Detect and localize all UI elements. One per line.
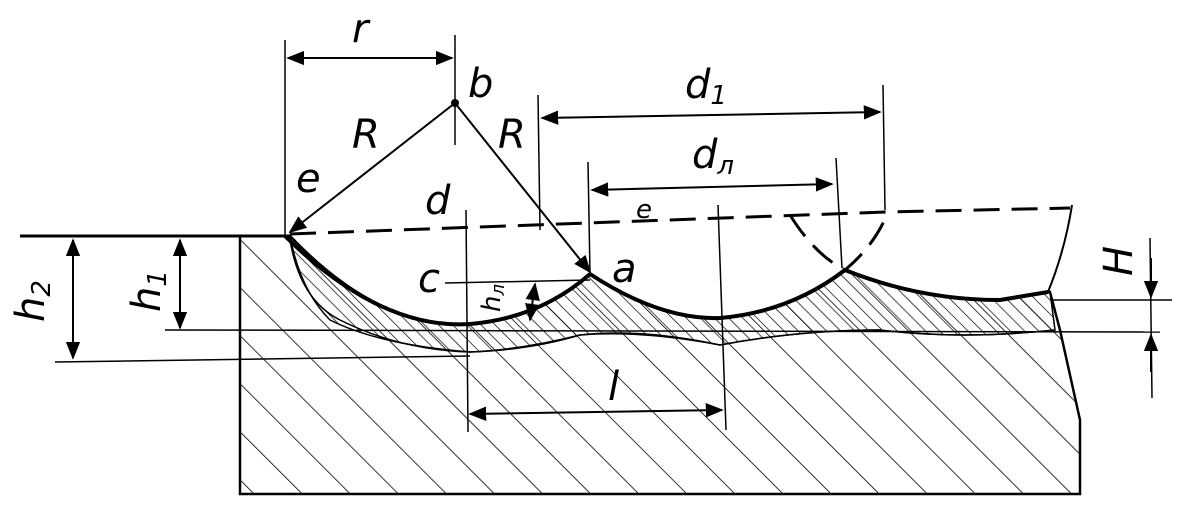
dashed-arc-3 [788,211,890,272]
original-surface-line [289,206,1071,236]
d1-right-ext [882,84,886,211]
label-a: a [612,246,637,292]
d1-left-ext [537,94,541,231]
label-l: l [608,364,619,410]
label-R-right: R [498,112,526,158]
radius-line-right [454,102,592,274]
label-d-point: d [425,178,451,224]
bead-surface-2 [588,268,847,321]
dl-right-ext [835,157,843,269]
label-c: c [418,256,440,302]
l-dim [468,403,724,421]
h1-base-line [164,329,1161,333]
label-r: r [352,6,371,52]
base-metal [238,234,1082,496]
right-edge [1047,204,1073,293]
dl-left-ext [587,161,591,275]
centre-line-d [465,209,469,433]
dl-dim [590,177,834,197]
bead-surface-1 [283,234,592,327]
label-R-left: R [352,112,380,158]
d1-dim [540,105,882,125]
label-d1: d1 [685,62,727,111]
h2-base-line [54,355,471,363]
label-hl: hл [477,284,509,312]
label-h2: h2 [8,280,57,322]
label-dl: dл [692,132,734,181]
label-H: H [1096,246,1142,276]
label-h1: h1 [124,270,173,312]
radius-line-left [288,102,456,234]
point-b [451,99,459,107]
label-e-mid: e [636,195,652,225]
centre-line-2 [717,204,727,431]
hl-dim [525,282,540,322]
label-e-left: e [296,156,321,202]
c-line [444,279,591,284]
bead-surface-3 [844,268,1049,303]
label-b: b [468,61,493,107]
